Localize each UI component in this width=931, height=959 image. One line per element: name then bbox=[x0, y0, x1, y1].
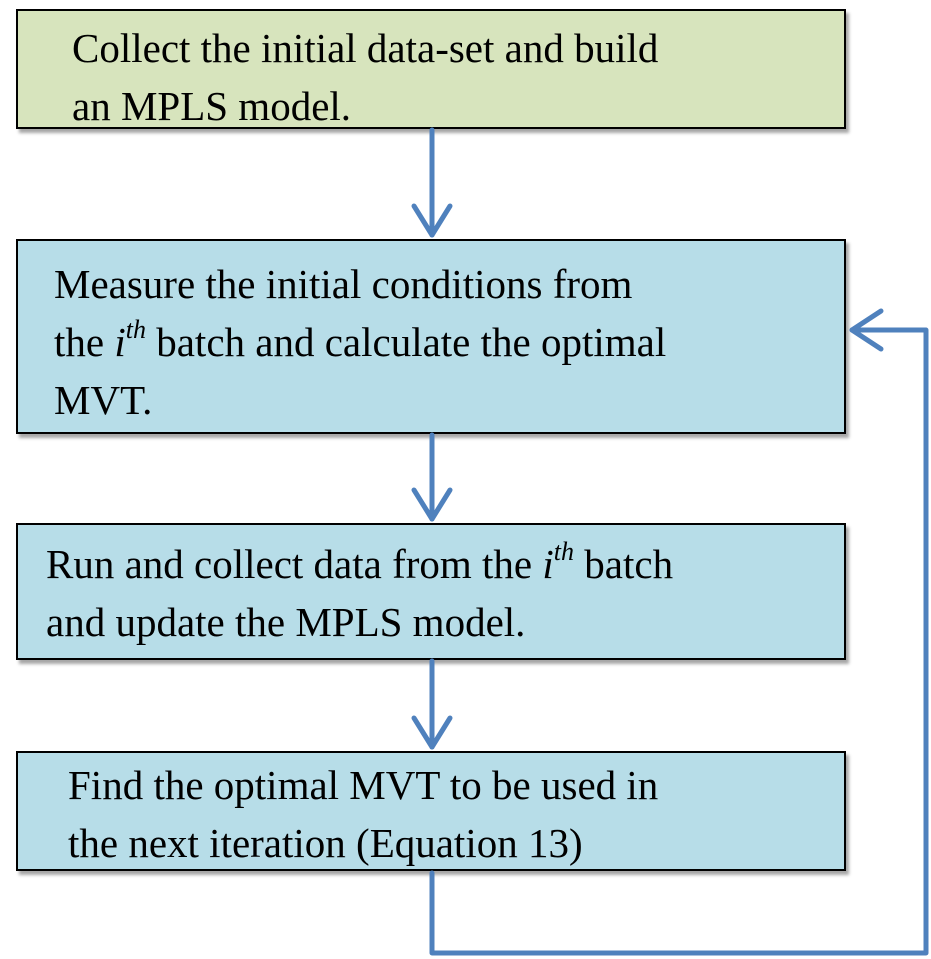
batch-index-variable: i bbox=[114, 319, 126, 365]
step-text-line: the next iteration (Equation 13) bbox=[68, 820, 583, 866]
step-box-find-optimal-mvt: Find the optimal MVT to be used in the n… bbox=[16, 751, 846, 871]
ordinal-superscript: th bbox=[125, 315, 146, 344]
text-segment: batch bbox=[574, 541, 674, 587]
text-segment: batch and calculate the optimal bbox=[145, 319, 667, 365]
step-box-measure-conditions: Measure the initial conditions from the … bbox=[16, 239, 846, 434]
step-text-line: Collect the initial data-set and build bbox=[72, 25, 659, 71]
text-segment: Run and collect data from the bbox=[46, 541, 543, 587]
arrow-step3-to-step4 bbox=[411, 658, 453, 750]
step-box-run-and-update: Run and collect data from the ith batch … bbox=[16, 523, 846, 660]
arrow-step2-to-step3 bbox=[411, 432, 453, 522]
step-text-line: and update the MPLS model. bbox=[46, 599, 526, 645]
batch-index-variable: i bbox=[542, 541, 554, 587]
ordinal-superscript: th bbox=[553, 537, 575, 566]
step-text-line: Run and collect data from the ith batch bbox=[46, 535, 844, 593]
step-box-collect-data: Collect the initial data-set and build a… bbox=[16, 9, 846, 129]
arrow-step1-to-step2 bbox=[411, 127, 453, 238]
step-text-line: the ith batch and calculate the optimal bbox=[54, 313, 844, 371]
step-text-line: Find the optimal MVT to be used in bbox=[68, 762, 659, 808]
step-text-line: an MPLS model. bbox=[72, 83, 352, 129]
text-segment: the bbox=[54, 319, 115, 365]
step-text-line: Measure the initial conditions from bbox=[54, 261, 633, 307]
step-text-line: MVT. bbox=[54, 377, 153, 423]
